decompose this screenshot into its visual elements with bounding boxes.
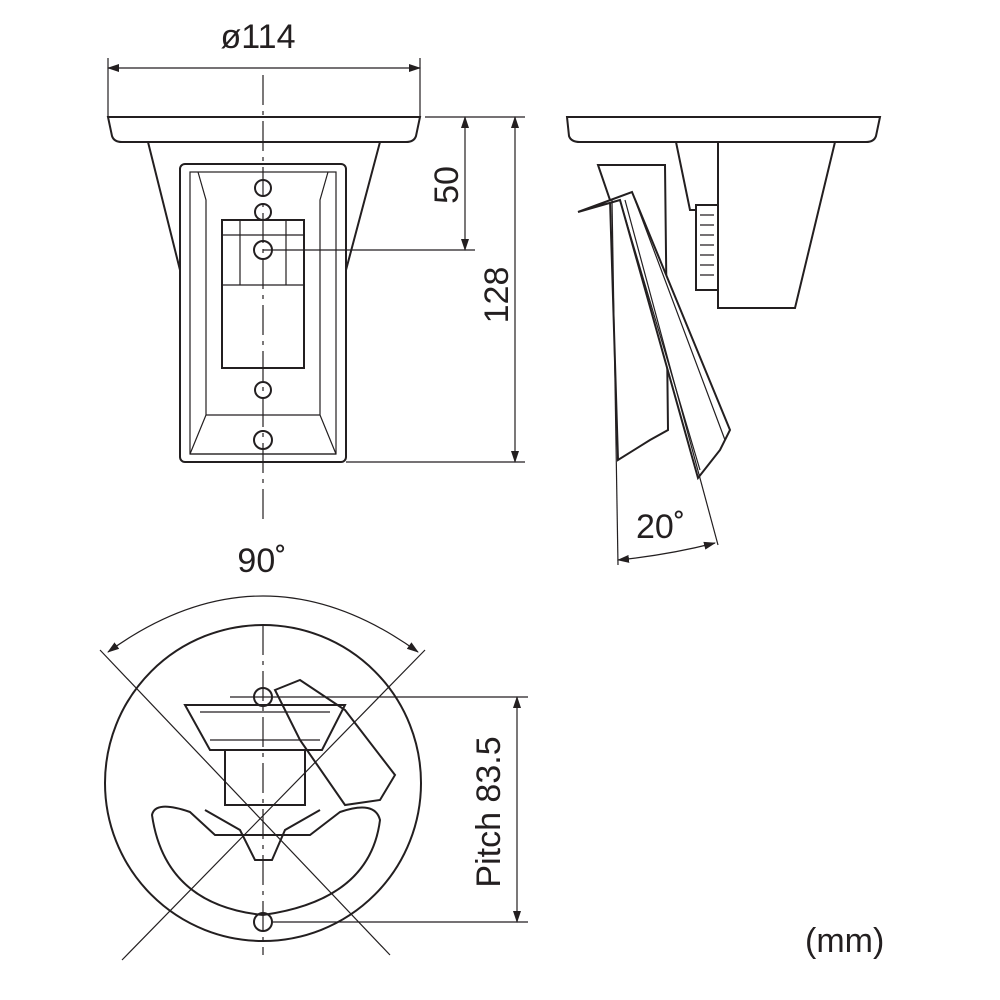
height-label: 128	[478, 267, 516, 324]
offset-dimension: 50	[263, 116, 525, 251]
pitch-label: Pitch 83.5	[470, 736, 508, 887]
offset-label: 50	[428, 166, 466, 204]
tilt-angle-label: 20˚	[636, 508, 685, 546]
height-dimension: 128	[346, 116, 525, 463]
bottom-view: 90˚	[99, 542, 426, 961]
sweep-angle-label: 90˚	[237, 542, 286, 580]
diameter-dimension: ø114	[107, 18, 421, 117]
units-label: (mm)	[805, 922, 884, 960]
pitch-dimension: Pitch 83.5	[230, 696, 528, 923]
diameter-label: ø114	[221, 18, 296, 56]
front-view	[106, 75, 422, 525]
side-view: 20˚	[565, 116, 882, 566]
